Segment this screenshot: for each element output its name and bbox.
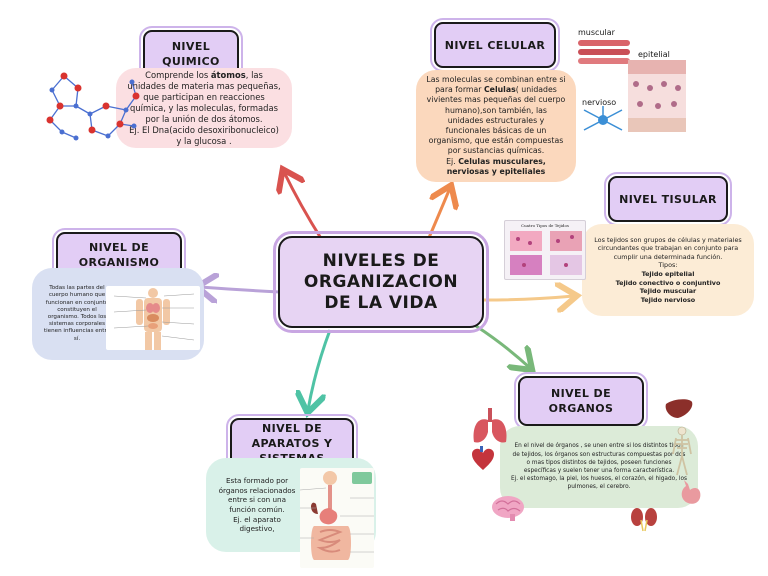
info-organos: En el nivel de órganos , se unen entre s…	[500, 426, 698, 508]
info-organos-example: Ej. el estomago, la piel, los huesos, el…	[510, 475, 688, 491]
tipo-item: Tejido conectivo o conjuntivo	[616, 279, 721, 288]
epithelial-cell-icon	[628, 60, 686, 132]
arrow-celular	[428, 188, 450, 240]
info-quimico-text: Comprende los átomos, las unidades de ma…	[126, 70, 282, 147]
tipo-item: Tejido muscular	[640, 287, 696, 296]
node-title-tisular: NIVEL TISULAR	[608, 176, 728, 222]
heart-icon	[470, 446, 496, 472]
label-epitelial: epitelial	[638, 50, 670, 59]
kidneys-icon	[630, 506, 658, 532]
info-tisular: Los tejidos son grupos de células y mate…	[582, 224, 754, 316]
arrow-quimico	[284, 172, 322, 240]
tissue-samples-icon	[506, 229, 586, 279]
muscle-cell-icon	[576, 38, 632, 68]
quimico-text-a: Comprende los	[145, 70, 211, 80]
info-aparatos-text: Esta formado por órganos relacionados en…	[216, 476, 298, 514]
info-aparatos-example: Ej. el aparato digestivo,	[216, 515, 298, 534]
info-organos-text: En el nivel de órganos , se unen entre s…	[510, 442, 688, 475]
skeleton-icon	[672, 426, 692, 476]
celular-example-bold: Celulas musculares, nerviosas y epitelia…	[447, 157, 546, 176]
stomach-icon	[676, 478, 704, 506]
node-title-organos: NIVEL DE ORGANOS	[518, 376, 644, 426]
arrow-tisular	[484, 296, 574, 300]
liver-icon	[664, 398, 694, 420]
info-organismo-text: Todas las partes del cuerpo humano que f…	[42, 285, 112, 343]
arrow-organismo	[200, 287, 280, 292]
tissue-types-image: Cuatro Tipos de Tejidos	[504, 220, 586, 280]
quimico-text-bold: átomos	[211, 70, 246, 80]
info-celular: Las moleculas se combinan entre si para …	[416, 70, 576, 182]
tipo-item: Tejido epitelial	[642, 270, 695, 279]
arrow-aparatos	[308, 330, 330, 410]
lungs-icon	[470, 406, 510, 446]
tissue-image-title: Cuatro Tipos de Tejidos	[505, 221, 585, 228]
info-celular-text: Las moleculas se combinan entre si para …	[426, 75, 566, 177]
cell-types-image: muscular epitelial nervioso	[576, 28, 686, 134]
celular-text-bold: Celulas	[484, 85, 516, 94]
quimico-text-c: Ej. El Dna(acido desoxiribonucleico) y l…	[129, 125, 279, 146]
celular-example-prefix: Ej.	[446, 157, 458, 166]
label-muscular: muscular	[578, 28, 615, 37]
brain-icon	[490, 494, 526, 522]
human-body-image	[106, 286, 200, 350]
digestive-system-image	[300, 468, 374, 568]
info-tisular-tipos-label: Tipos:	[659, 261, 678, 270]
info-tisular-text: Los tejidos son grupos de células y mate…	[592, 236, 744, 262]
celular-text-b: ( unidades vivientes mas pequeñas del cu…	[427, 85, 566, 155]
tipo-item: Tejido nervioso	[641, 296, 695, 305]
molecule-image	[36, 66, 146, 150]
central-title: NIVELES DE ORGANIZACION DE LA VIDA	[278, 236, 484, 328]
node-title-celular: NIVEL CELULAR	[434, 22, 556, 68]
neuron-icon	[580, 106, 626, 134]
arrow-organos	[476, 326, 530, 368]
